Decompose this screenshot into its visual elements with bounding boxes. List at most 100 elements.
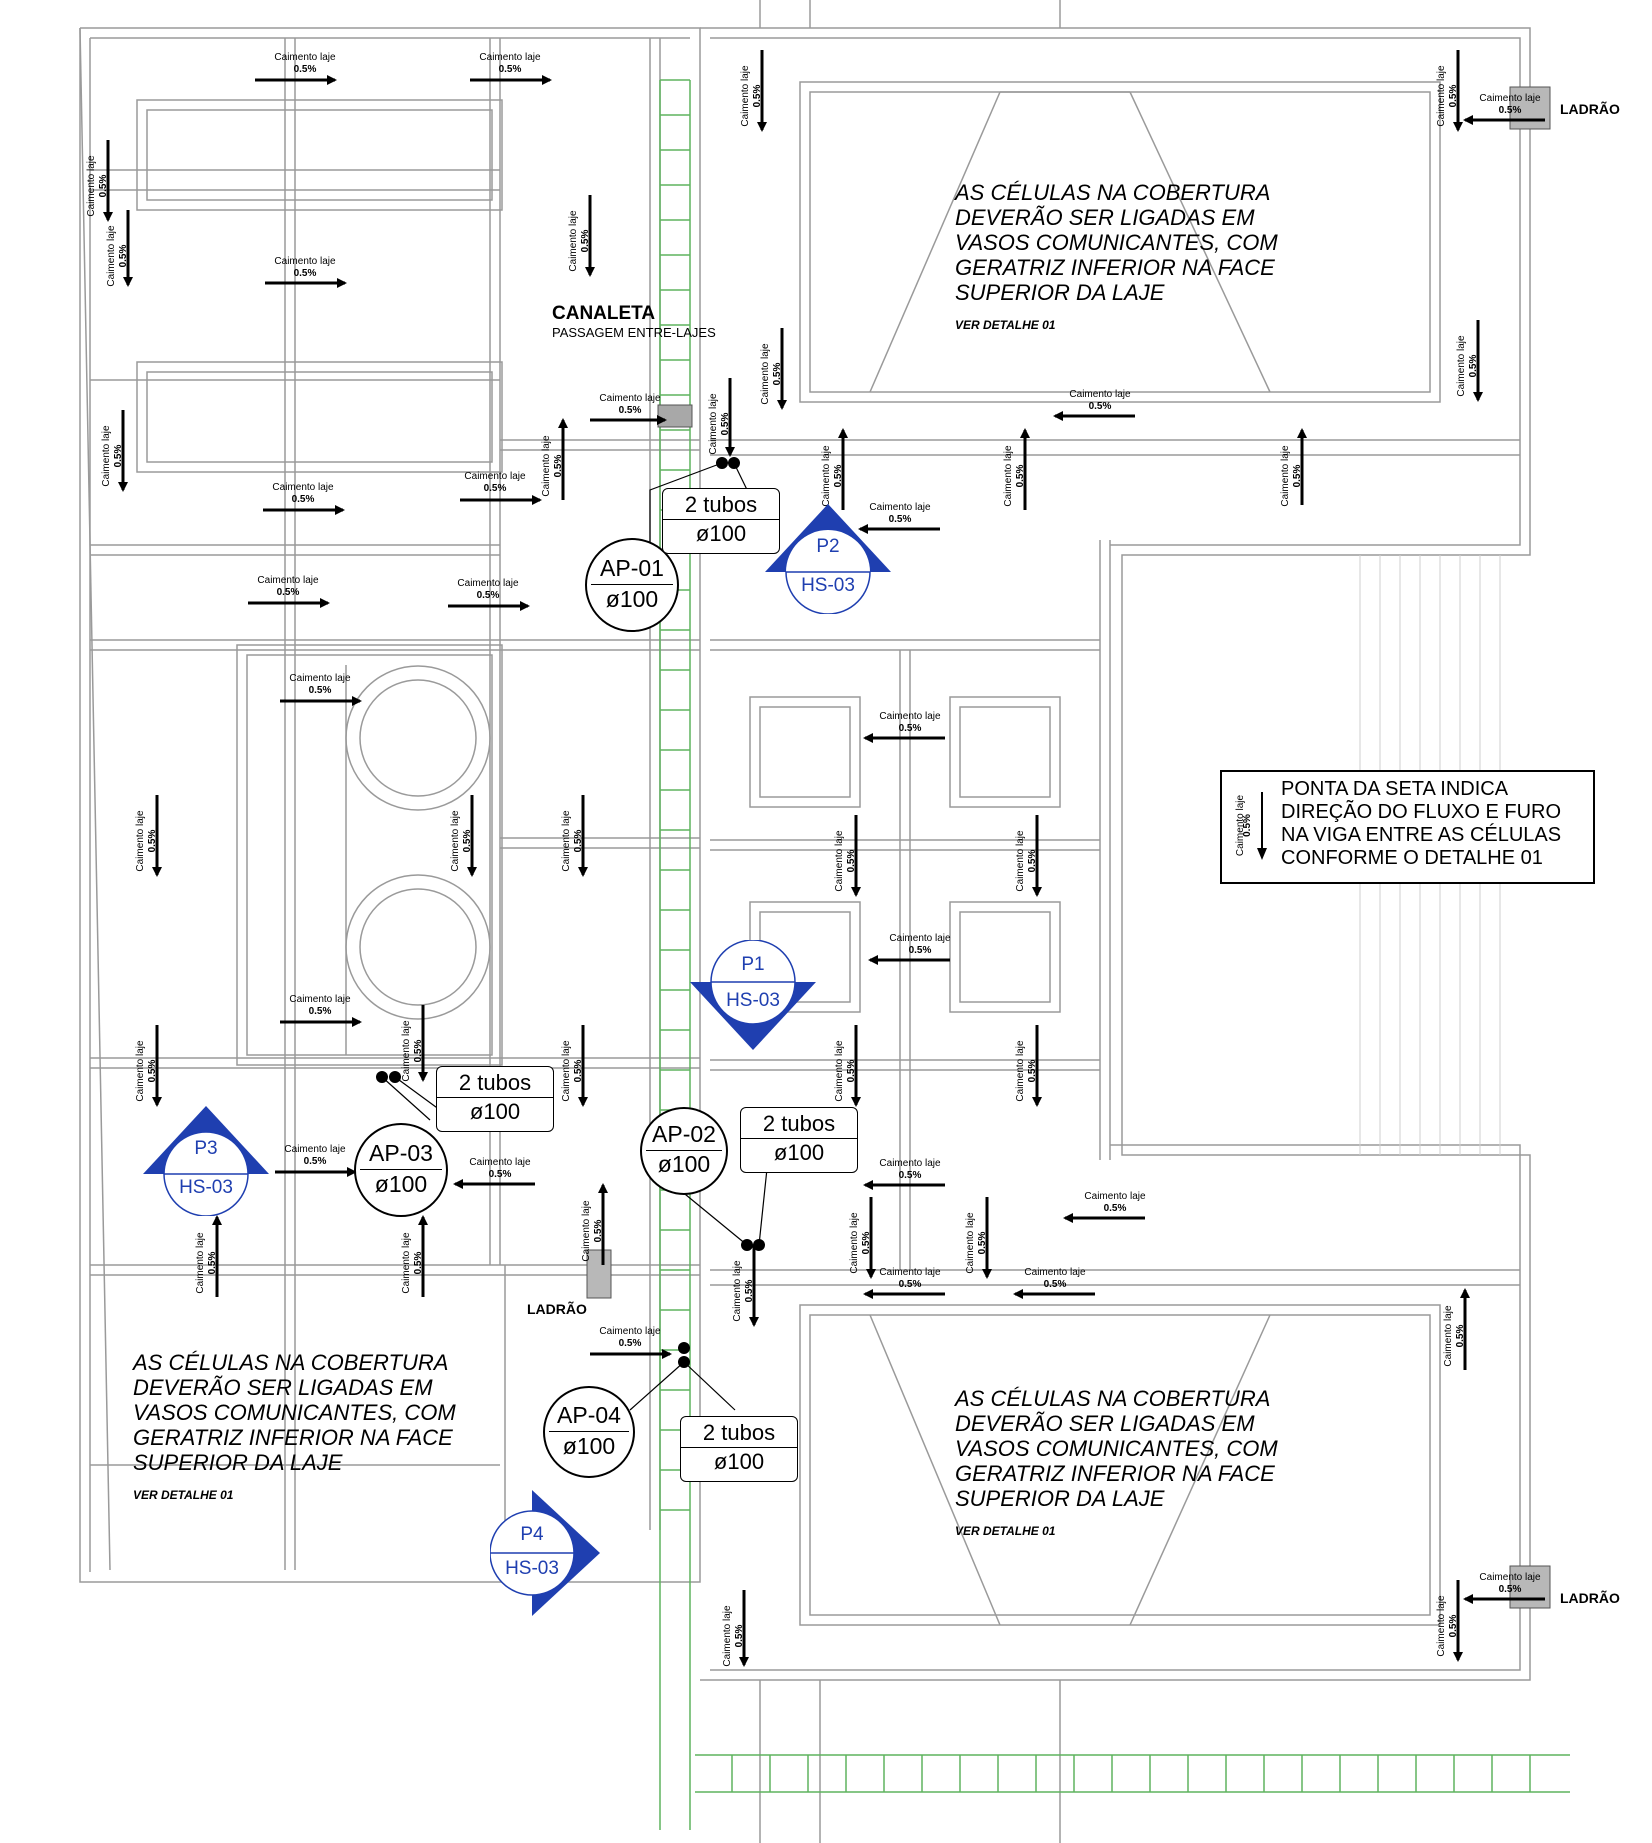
slope-label-value: 0.5% bbox=[476, 590, 500, 601]
slope-label-title: Caimento laje bbox=[599, 1326, 661, 1337]
section-arrow-up-icon bbox=[765, 504, 891, 614]
slope-label-value: 0.5% bbox=[846, 849, 857, 873]
tubes-box: 2 tubos ø100 bbox=[740, 1107, 858, 1173]
slope-label-title: Caimento laje bbox=[135, 1040, 146, 1102]
slope-label-title: Caimento laje bbox=[561, 810, 572, 872]
slope-label-title: Caimento laje bbox=[469, 1157, 531, 1168]
slope-label-title: Caimento laje bbox=[257, 575, 319, 586]
section-sheet: HS-03 bbox=[801, 575, 855, 596]
slope-label-value: 0.5% bbox=[908, 945, 932, 956]
canaleta-title: CANALETA bbox=[552, 303, 656, 324]
slope-label-value: 0.5% bbox=[483, 483, 507, 494]
slope-label-title: Caimento laje bbox=[1479, 1572, 1541, 1583]
drain-bubble-ap-01: AP-01 ø100 bbox=[585, 538, 679, 632]
note-line: VASOS COMUNICANTES, COM bbox=[955, 230, 1278, 255]
slope-label-value: 0.5% bbox=[276, 587, 300, 598]
slope-label-value: 0.5% bbox=[734, 1624, 745, 1648]
slope-label-title: Caimento laje bbox=[1015, 830, 1026, 892]
note-line: DEVERÃO SER LIGADAS EM bbox=[955, 1411, 1255, 1436]
slope-label-value: 0.5% bbox=[147, 829, 158, 853]
slope-label-title: Caimento laje bbox=[599, 393, 661, 404]
section-id: P2 bbox=[816, 536, 840, 557]
ladrao-box-top bbox=[1509, 86, 1551, 130]
note-line: VASOS COMUNICANTES, COM bbox=[955, 1436, 1278, 1461]
tubes-diameter: ø100 bbox=[469, 1099, 521, 1124]
slope-label-value: 0.5% bbox=[293, 64, 317, 75]
slope-label-title: Caimento laje bbox=[889, 933, 951, 944]
slope-label-value: 0.5% bbox=[291, 494, 315, 505]
slope-label-value: 0.5% bbox=[744, 1279, 755, 1303]
drain-diameter: ø100 bbox=[605, 586, 659, 612]
slope-label-value: 0.5% bbox=[303, 1156, 327, 1167]
slope-label-value: 0.5% bbox=[488, 1169, 512, 1180]
slope-label-value: 0.5% bbox=[593, 1219, 604, 1243]
section-mark-p2: P2 HS-03 bbox=[763, 502, 893, 614]
tubes-box: 2 tubos ø100 bbox=[680, 1416, 798, 1482]
slope-label-title: Caimento laje bbox=[834, 830, 845, 892]
note-line: SUPERIOR DA LAJE bbox=[133, 1450, 343, 1475]
drain-dots bbox=[376, 457, 765, 1368]
slope-label-title: Caimento laje bbox=[86, 155, 97, 217]
slope-label-title: Caimento laje bbox=[1280, 445, 1291, 507]
slope-label-title: Caimento laje bbox=[849, 1212, 860, 1274]
slope-label-value: 0.5% bbox=[888, 514, 912, 525]
drain-diameter: ø100 bbox=[657, 1151, 711, 1177]
cell-connection-note: AS CÉLULAS NA COBERTURA DEVERÃO SER LIGA… bbox=[955, 180, 1278, 338]
slope-label-title: Caimento laje bbox=[1436, 1595, 1447, 1657]
slope-label-value: 0.5% bbox=[553, 454, 564, 478]
slope-label-title: Caimento laje bbox=[284, 1144, 346, 1155]
slope-label-value: 0.5% bbox=[98, 174, 109, 198]
legend-line: NA VIGA ENTRE AS CÉLULAS bbox=[1281, 824, 1562, 846]
note-line: DEVERÃO SER LIGADAS EM bbox=[955, 205, 1255, 230]
drain-id: AP-01 bbox=[600, 555, 664, 581]
canaleta-subtitle: PASSAGEM ENTRE-LAJES bbox=[552, 325, 716, 340]
slope-label-title: Caimento laje bbox=[464, 471, 526, 482]
slope-label-title: Caimento laje bbox=[561, 1040, 572, 1102]
note-line: AS CÉLULAS NA COBERTURA bbox=[955, 1386, 1271, 1411]
drain-diameter: ø100 bbox=[562, 1433, 616, 1459]
slope-label-value: 0.5% bbox=[293, 268, 317, 279]
note-line: SUPERIOR DA LAJE bbox=[955, 1486, 1165, 1511]
slope-label-value: 0.5% bbox=[618, 1338, 642, 1349]
slope-label-title: Caimento laje bbox=[879, 1267, 941, 1278]
slope-label-title: Caimento laje bbox=[879, 711, 941, 722]
slope-label-title: Caimento laje bbox=[195, 1232, 206, 1294]
drain-bubble-ap-02: AP-02 ø100 bbox=[640, 1107, 728, 1195]
section-id: P3 bbox=[194, 1138, 218, 1159]
slope-label-title: Caimento laje bbox=[1443, 1305, 1454, 1367]
legend-line: DIREÇÃO DO FLUXO E FURO bbox=[1281, 801, 1562, 823]
slope-label-value: 0.5% bbox=[1103, 1203, 1127, 1214]
note-detail-ref: VER DETALHE 01 bbox=[133, 1488, 234, 1502]
note-detail-ref: VER DETALHE 01 bbox=[955, 318, 1056, 332]
cell-connection-note: AS CÉLULAS NA COBERTURA DEVERÃO SER LIGA… bbox=[133, 1350, 456, 1508]
section-arrow-right-icon bbox=[490, 1490, 600, 1616]
slope-label-title: Caimento laje bbox=[1436, 65, 1447, 127]
slope-arrows bbox=[103, 50, 1545, 1667]
slope-label-title: Caimento laje bbox=[274, 256, 336, 267]
